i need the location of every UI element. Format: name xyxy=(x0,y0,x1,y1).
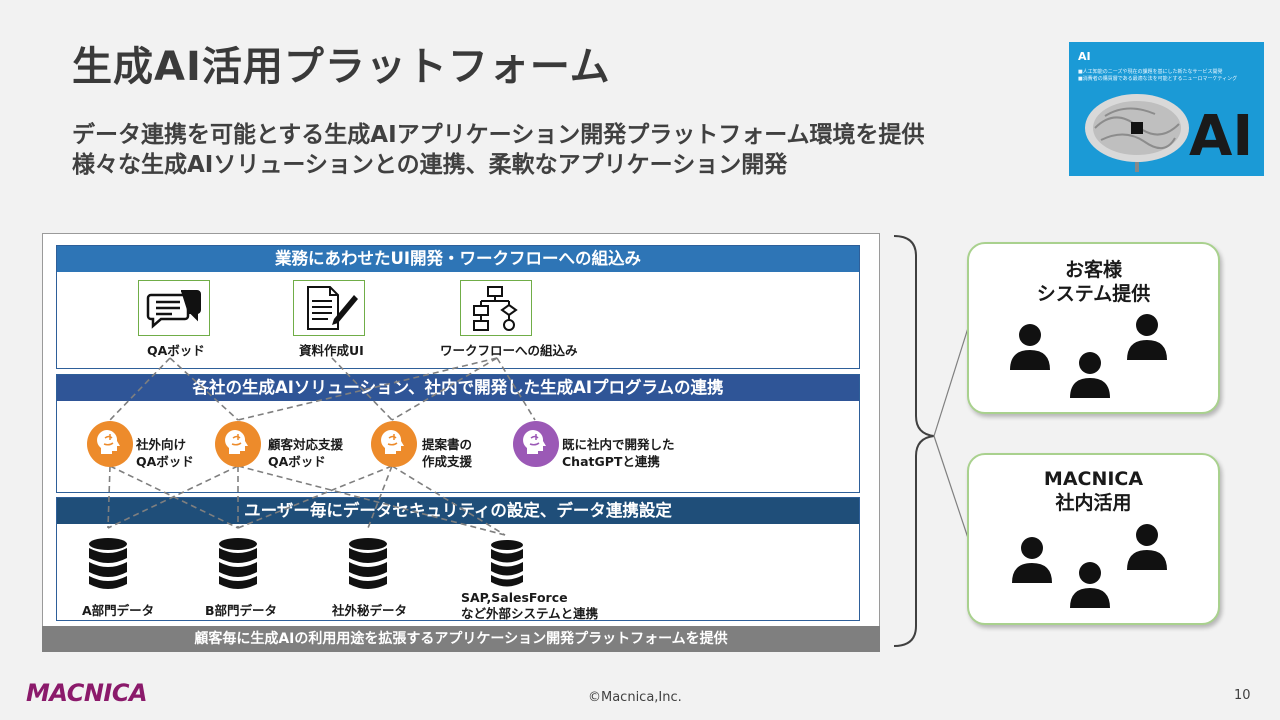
workflow-chart-icon xyxy=(460,280,532,336)
person-icon xyxy=(1070,562,1110,608)
person-icon xyxy=(1070,352,1110,398)
ai-brain-thumbnail: AI ■人工知能のニーズや現在の課題を基にした新たなサービス開発 ■消費者の購買… xyxy=(1069,42,1264,176)
person-icon xyxy=(1127,524,1167,570)
confidential-data-label: 社外秘データ xyxy=(332,603,408,618)
person-icon xyxy=(1010,324,1050,370)
section1-header: 業務にあわせたUI開発・ワークフローへの組込み xyxy=(57,246,859,272)
brain-orange-icon-3 xyxy=(371,421,417,467)
thumbnail-line-2: ■消費者の購買層である最適な法を可能とするニューロマーケティング xyxy=(1078,76,1238,82)
person-icon xyxy=(1012,537,1052,583)
section2-header: 各社の生成AIソリューション、社内で開発した生成AIプログラムの連携 xyxy=(57,375,859,401)
copyright-text: ©Macnica,Inc. xyxy=(588,690,682,705)
database-icon-b xyxy=(219,538,257,589)
document-ui-label: 資料作成UI xyxy=(299,343,364,358)
thumbnail-big-ai: AI xyxy=(1189,104,1254,169)
slide-title: 生成AI活用プラットフォーム xyxy=(72,44,611,90)
chatgpt-integration-label: 既に社内で開発した ChatGPTと連携 xyxy=(562,437,675,469)
page-number: 10 xyxy=(1234,688,1251,703)
dept-a-data-label: A部門データ xyxy=(82,603,155,618)
document-pen-icon xyxy=(293,280,365,336)
database-icon-a xyxy=(89,538,127,589)
thumbnail-ai-label: AI xyxy=(1078,50,1091,63)
external-qa-bot-label: 社外向け QAボッド xyxy=(136,437,194,469)
section3-header: ユーザー毎にデータセキュリティの設定、データ連携設定 xyxy=(57,498,859,524)
platform-summary-bar: 顧客毎に生成AIの利用用途を拡張するアプリケーション開発プラットフォームを提供 xyxy=(42,626,880,652)
brain-orange-icon-2 xyxy=(215,421,261,467)
thumbnail-line-1: ■人工知能のニーズや現在の課題を基にした新たなサービス開発 xyxy=(1078,69,1223,75)
data-security-section: ユーザー毎にデータセキュリティの設定、データ連携設定 xyxy=(56,497,860,621)
brain-purple-icon xyxy=(513,421,559,467)
subtitle-line-2: 様々な生成AIソリューションとの連携、柔軟なアプリケーション開発 xyxy=(72,152,788,178)
proposal-support-label: 提案書の 作成支援 xyxy=(422,437,473,469)
brain-circuit-icon xyxy=(1085,94,1189,172)
chat-bubbles-icon xyxy=(138,280,210,336)
macnica-card-title-2: 社内活用 xyxy=(1055,492,1132,514)
database-icon-external xyxy=(491,540,523,587)
macnica-card-title-1: MACNICA xyxy=(1043,468,1144,490)
external-system-label: SAP,SalesForce など外部システムと連携 xyxy=(461,590,599,621)
macnica-logo: MACNICA xyxy=(26,679,148,707)
workflow-label: ワークフローへの組込み xyxy=(440,343,578,358)
qa-bot-label: QAボッド xyxy=(147,343,205,358)
subtitle-line-1: データ連携を可能とする生成AIアプリケーション開発プラットフォーム環境を提供 xyxy=(72,122,925,148)
brain-orange-icon-1 xyxy=(87,421,133,467)
dept-b-data-label: B部門データ xyxy=(205,603,278,618)
customer-card-title-1: お客様 xyxy=(1064,259,1122,281)
database-icon-confidential xyxy=(349,538,387,589)
brace-connector xyxy=(893,235,969,647)
customer-support-qa-bot-label: 顧客対応支援 QAボッド xyxy=(268,437,344,469)
slide-subtitle: データ連携を可能とする生成AIアプリケーション開発プラットフォーム環境を提供 様… xyxy=(72,120,925,180)
customer-card-title-2: システム提供 xyxy=(1036,283,1151,305)
ai-solutions-section: 各社の生成AIソリューション、社内で開発した生成AIプログラムの連携 xyxy=(56,374,860,493)
person-icon xyxy=(1127,314,1167,360)
